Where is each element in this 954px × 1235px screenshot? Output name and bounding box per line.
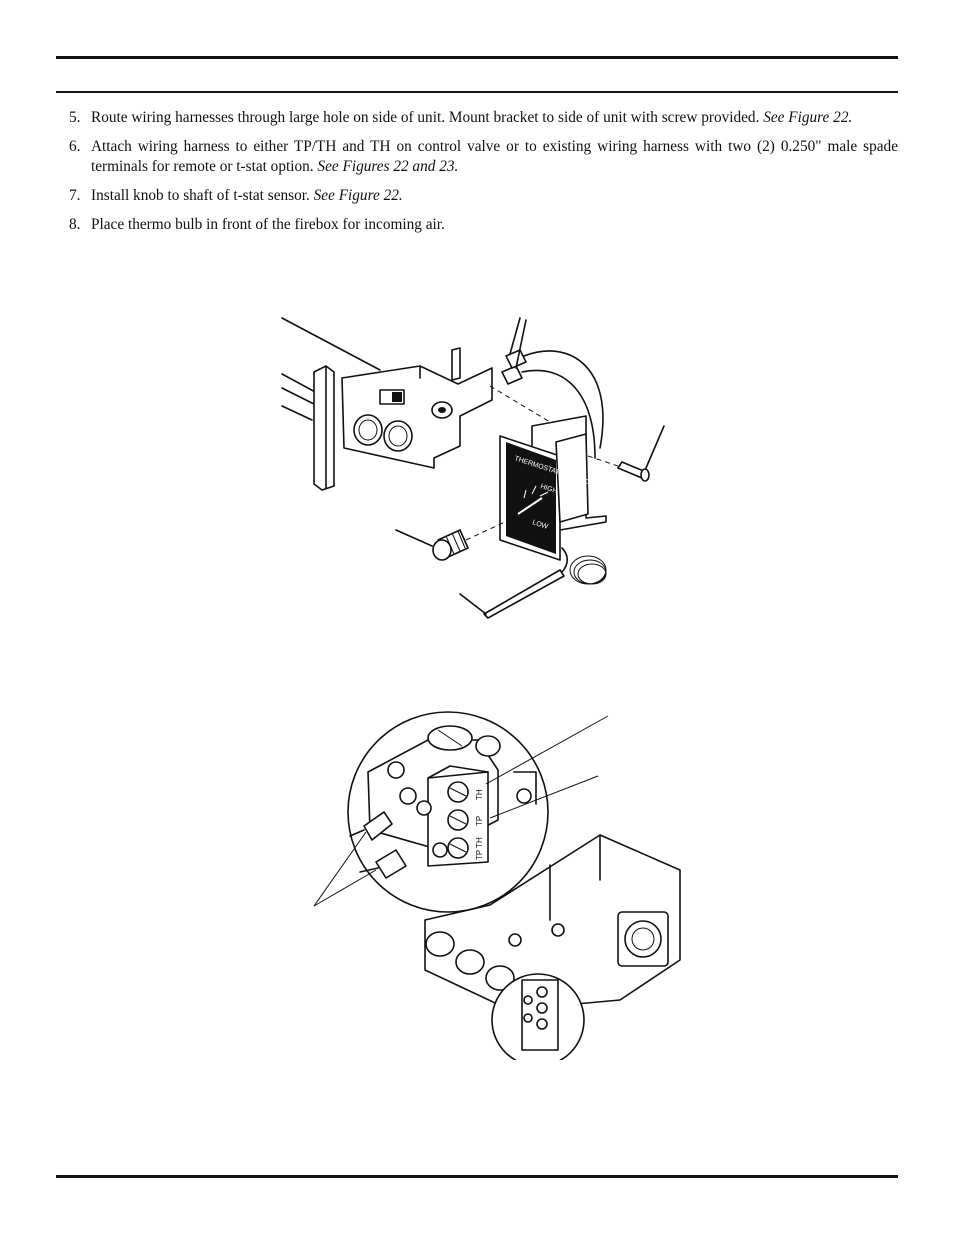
figure-23-control-valve-terminals: TH TP TP TH — [313, 711, 681, 1060]
leader-lines — [313, 715, 609, 907]
terminal-detail-magnified: TH TP TP TH — [347, 711, 549, 913]
step-text: Route wiring harnesses through large hol… — [91, 109, 764, 126]
terminal-label-tp: TP — [475, 816, 484, 826]
spade-terminal-upper — [363, 811, 393, 841]
step-number: 6. — [69, 138, 81, 155]
terminal-label-tpth: TP TH — [475, 837, 484, 860]
step-figure-ref: See Figure 22. — [313, 187, 403, 204]
step-text: Place thermo bulb in front of the firebo… — [91, 216, 445, 233]
header-rule-top — [56, 56, 898, 59]
footer-rule — [56, 1175, 898, 1178]
step-number: 5. — [69, 109, 81, 126]
step-figure-ref: See Figure 22. — [763, 109, 853, 126]
thermostat-bracket: THERMOSTAT SETTING HIGH LOW — [499, 415, 607, 561]
spade-terminal-lower — [375, 849, 407, 879]
figure-22-thermostat-installation: THERMOSTAT SETTING HIGH LOW — [281, 317, 665, 619]
control-valve-housing — [341, 347, 493, 469]
step-item: 8. Place thermo bulb in front of the fir… — [56, 215, 898, 235]
step-figure-ref: See Figures 22 and 23. — [317, 158, 459, 175]
step-item: 7. Install knob to shaft of t-stat senso… — [56, 186, 898, 206]
dial-low-label: LOW — [531, 519, 549, 531]
mounting-screw — [587, 425, 665, 482]
step-number: 8. — [69, 216, 81, 233]
thermostat-knob — [395, 515, 519, 561]
header-rule-bottom — [56, 91, 898, 93]
valve-outlet — [624, 920, 662, 958]
valve-knob-right — [383, 420, 413, 452]
harness-terminal-lower — [505, 349, 527, 369]
step-item: 6. Attach wiring harness to either TP/TH… — [56, 137, 898, 177]
step-text: Attach wiring harness to either TP/TH an… — [91, 138, 898, 175]
control-valve-body — [424, 834, 681, 1011]
terminal-detail-small — [491, 973, 585, 1060]
wiring-harness — [489, 317, 604, 459]
step-item: 5. Route wiring harnesses through large … — [56, 108, 898, 128]
step-text: Install knob to shaft of t-stat sensor. — [91, 187, 314, 204]
terminal-label-th: TH — [475, 789, 484, 800]
pilot-tube — [451, 347, 461, 381]
unit-frame — [281, 317, 381, 491]
instruction-steps: 5. Route wiring harnesses through large … — [56, 108, 898, 244]
thermo-bulb — [459, 547, 607, 619]
step-number: 7. — [69, 187, 81, 204]
valve-knob-left — [353, 414, 383, 446]
